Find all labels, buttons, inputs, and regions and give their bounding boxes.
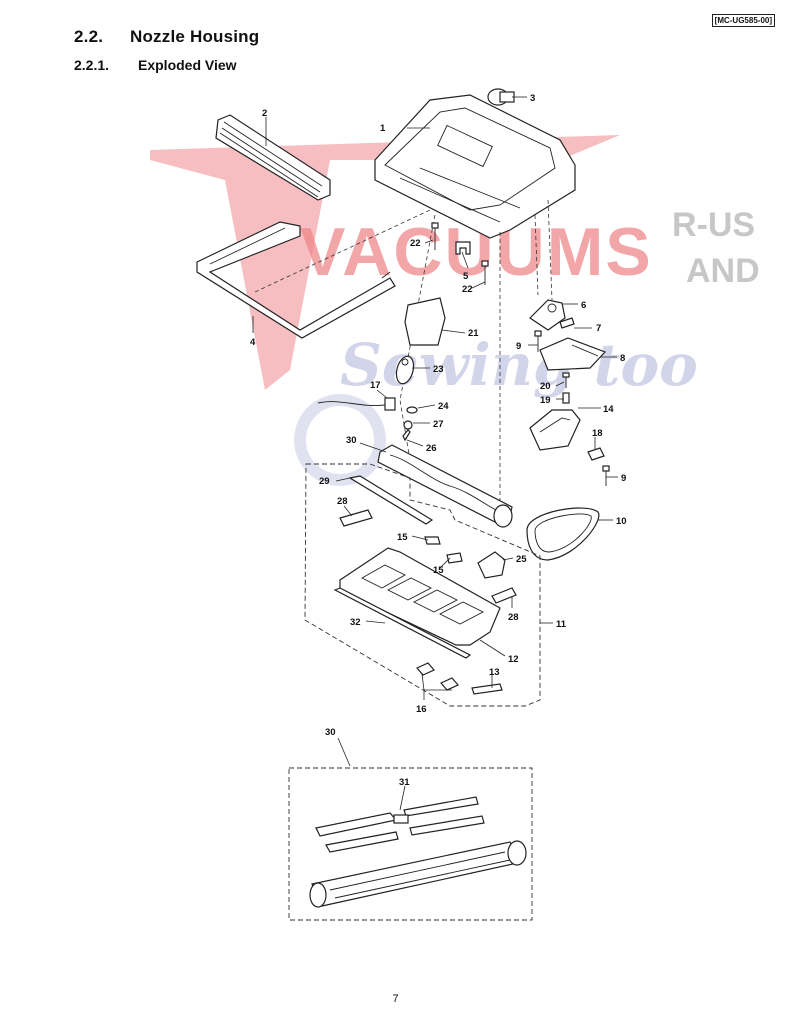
- part-21-bracket: [404, 297, 446, 346]
- part-3-knob: [487, 88, 515, 106]
- callout-28b: 28: [508, 612, 519, 623]
- callout-17: 17: [370, 380, 381, 391]
- part-9-screws: [534, 330, 610, 486]
- part-5-clip: [455, 241, 471, 255]
- callout-labels: 1 2 3 4 5 6 7 8 9 9 10 11 12 13 14 15 15…: [250, 93, 627, 788]
- callout-22b: 22: [462, 284, 473, 295]
- callout-6: 6: [581, 300, 586, 311]
- watermark-and-text: AND: [686, 252, 760, 290]
- section-title-text: Nozzle Housing: [130, 27, 260, 46]
- part-2-grille: [215, 114, 331, 201]
- callout-9b: 9: [621, 473, 626, 484]
- callout-13: 13: [489, 667, 500, 678]
- guide-line-right-b: [547, 199, 553, 301]
- part-7-spring: [559, 317, 575, 329]
- watermark-rus-text: R-US: [672, 206, 755, 244]
- part-8-pedal: [539, 337, 607, 371]
- watermark-swirl: [294, 394, 386, 486]
- callout-14: 14: [603, 404, 614, 415]
- part-26-pin: [402, 429, 411, 442]
- leader-lines: [252, 96, 618, 811]
- part-16-clip-b: [440, 677, 459, 691]
- section-number: 2.2.: [74, 27, 104, 46]
- callout-26: 26: [426, 443, 437, 454]
- page-number: 7: [392, 993, 399, 1005]
- callout-27: 27: [433, 419, 444, 430]
- part-28-bumper-left: [339, 509, 373, 527]
- part-22-screws: [431, 222, 489, 285]
- part-29-strip: [348, 475, 434, 525]
- part-6-pedal-hinge: [529, 299, 566, 331]
- part-19-spacer: [562, 392, 570, 404]
- part-17-cord: [317, 397, 396, 411]
- brush-roll-detail-box: [288, 767, 533, 921]
- callout-15b: 15: [433, 565, 444, 576]
- callout-25: 25: [516, 554, 527, 565]
- guide-line-right-c: [534, 214, 539, 296]
- callout-3: 3: [530, 93, 535, 104]
- guide-line-frame: [254, 209, 431, 293]
- base-plate-group-box: [304, 463, 541, 707]
- callout-23: 23: [433, 364, 444, 375]
- callout-31: 31: [399, 777, 410, 788]
- callout-8: 8: [620, 353, 625, 364]
- part-23-lamp: [395, 355, 415, 385]
- callout-22a: 22: [410, 238, 421, 249]
- part-14-lever: [529, 409, 581, 451]
- callout-5: 5: [463, 271, 469, 282]
- callout-24: 24: [438, 401, 449, 412]
- part-27-ring: [403, 420, 413, 430]
- part-15-clip-b: [446, 552, 463, 564]
- subsection-title-text: Exploded View: [138, 57, 237, 73]
- callout-10: 10: [616, 516, 627, 527]
- callout-4: 4: [250, 337, 256, 348]
- callout-15a: 15: [397, 532, 408, 543]
- part-31-blades: [315, 796, 485, 853]
- part-15-clip-a: [424, 536, 441, 545]
- part-32-rod: [333, 587, 472, 659]
- model-code: [MC-UG585-00]: [711, 14, 775, 27]
- callout-11: 11: [556, 619, 567, 630]
- callout-21: 21: [468, 328, 479, 339]
- callout-7: 7: [596, 323, 601, 334]
- subsection-title: 2.2.1. Exploded View: [74, 57, 237, 73]
- callout-29: 29: [319, 476, 330, 487]
- part-13-strip: [471, 683, 503, 695]
- part-16-clip-a: [416, 662, 435, 676]
- callout-30b: 30: [325, 727, 336, 738]
- callout-28a: 28: [337, 496, 348, 507]
- callout-16: 16: [416, 704, 427, 715]
- callout-2: 2: [262, 108, 267, 119]
- part-1-housing: [374, 94, 576, 239]
- part-24-spring: [406, 406, 418, 414]
- callout-18: 18: [592, 428, 603, 439]
- part-20-screw: [562, 372, 570, 388]
- part-18-axle: [587, 447, 605, 461]
- callout-12: 12: [508, 654, 519, 665]
- callout-19: 19: [540, 395, 551, 406]
- callout-20: 20: [540, 381, 551, 392]
- part-30-brush-roll: [377, 444, 513, 528]
- callout-9a: 9: [516, 341, 521, 352]
- part-4-frame: [196, 221, 396, 339]
- section-title: 2.2. Nozzle Housing: [74, 27, 259, 47]
- callout-32: 32: [350, 617, 361, 628]
- watermark-v-shape: [150, 135, 620, 390]
- part-25-bracket: [477, 551, 506, 579]
- callout-30a: 30: [346, 435, 357, 446]
- part-30-roller-core: [309, 840, 527, 908]
- subsection-number: 2.2.1.: [74, 57, 110, 73]
- part-28-bumper-right: [491, 587, 517, 604]
- callout-1: 1: [380, 123, 386, 134]
